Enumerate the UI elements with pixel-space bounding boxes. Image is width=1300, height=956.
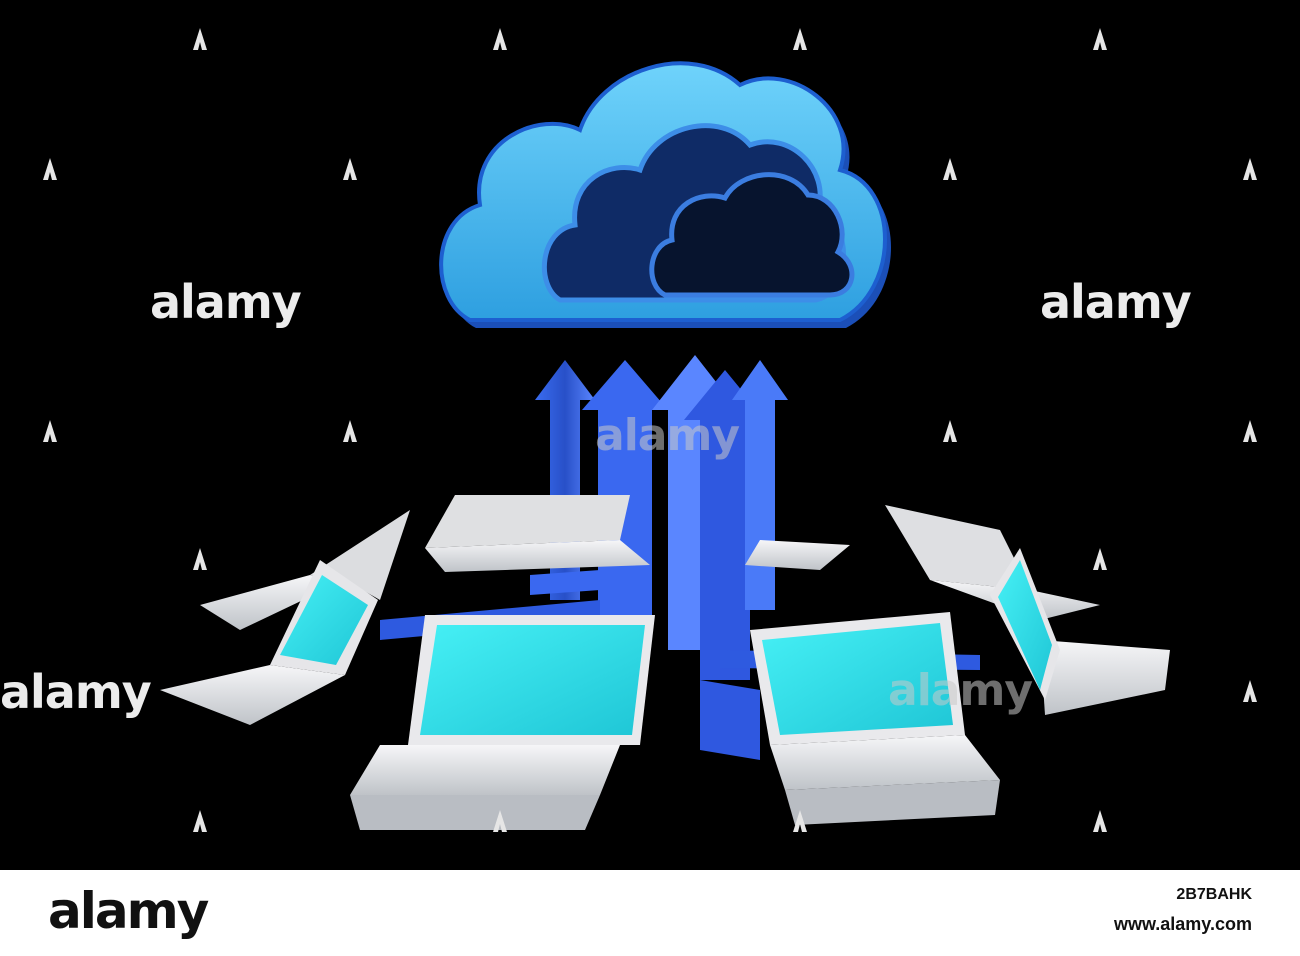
alamy-a-icon (793, 810, 807, 832)
alamy-a-icon (493, 28, 507, 50)
alamy-a-icon (193, 28, 207, 50)
cloud-network-illustration (160, 61, 1170, 830)
alamy-a-icon (1093, 548, 1107, 570)
laptop-icon (990, 548, 1170, 715)
alamy-a-icon (493, 810, 507, 832)
laptop-icon (160, 560, 378, 725)
alamy-a-icon (793, 28, 807, 50)
laptop-icon (425, 495, 650, 572)
alamy-a-icon (43, 158, 57, 180)
watermark-text: alamy (0, 665, 152, 719)
laptop-icon (885, 505, 1100, 620)
alamy-logo[interactable]: alamy (48, 882, 209, 940)
watermark-text: alamy (888, 665, 1033, 716)
alamy-a-icon (43, 420, 57, 442)
watermark-text: alamy (1040, 275, 1192, 329)
alamy-a-icon (1093, 810, 1107, 832)
alamy-a-icon (1243, 680, 1257, 702)
image-id: 2B7BAHK (1176, 886, 1252, 903)
alamy-a-icon (343, 420, 357, 442)
laptop-icon (350, 615, 655, 830)
alamy-a-icon (943, 158, 957, 180)
watermark-text: alamy (595, 410, 740, 461)
laptop-icon (750, 612, 1000, 825)
alamy-a-icon (1093, 28, 1107, 50)
laptop-icon (745, 540, 850, 570)
laptop-icons (160, 495, 1170, 830)
alamy-a-icon (1243, 158, 1257, 180)
alamy-a-icon (343, 158, 357, 180)
watermark-text: alamy (150, 275, 302, 329)
site-url[interactable]: www.alamy.com (1113, 914, 1252, 934)
alamy-a-icon (193, 810, 207, 832)
alamy-a-icon (1243, 420, 1257, 442)
illustration: alamy alamy alamy alamy alamy (0, 28, 1257, 832)
alamy-a-icon (943, 420, 957, 442)
caption-bar: alamy 2B7BAHK www.alamy.com (0, 870, 1300, 956)
alamy-a-icon (193, 548, 207, 570)
cloud-icon (439, 61, 891, 329)
